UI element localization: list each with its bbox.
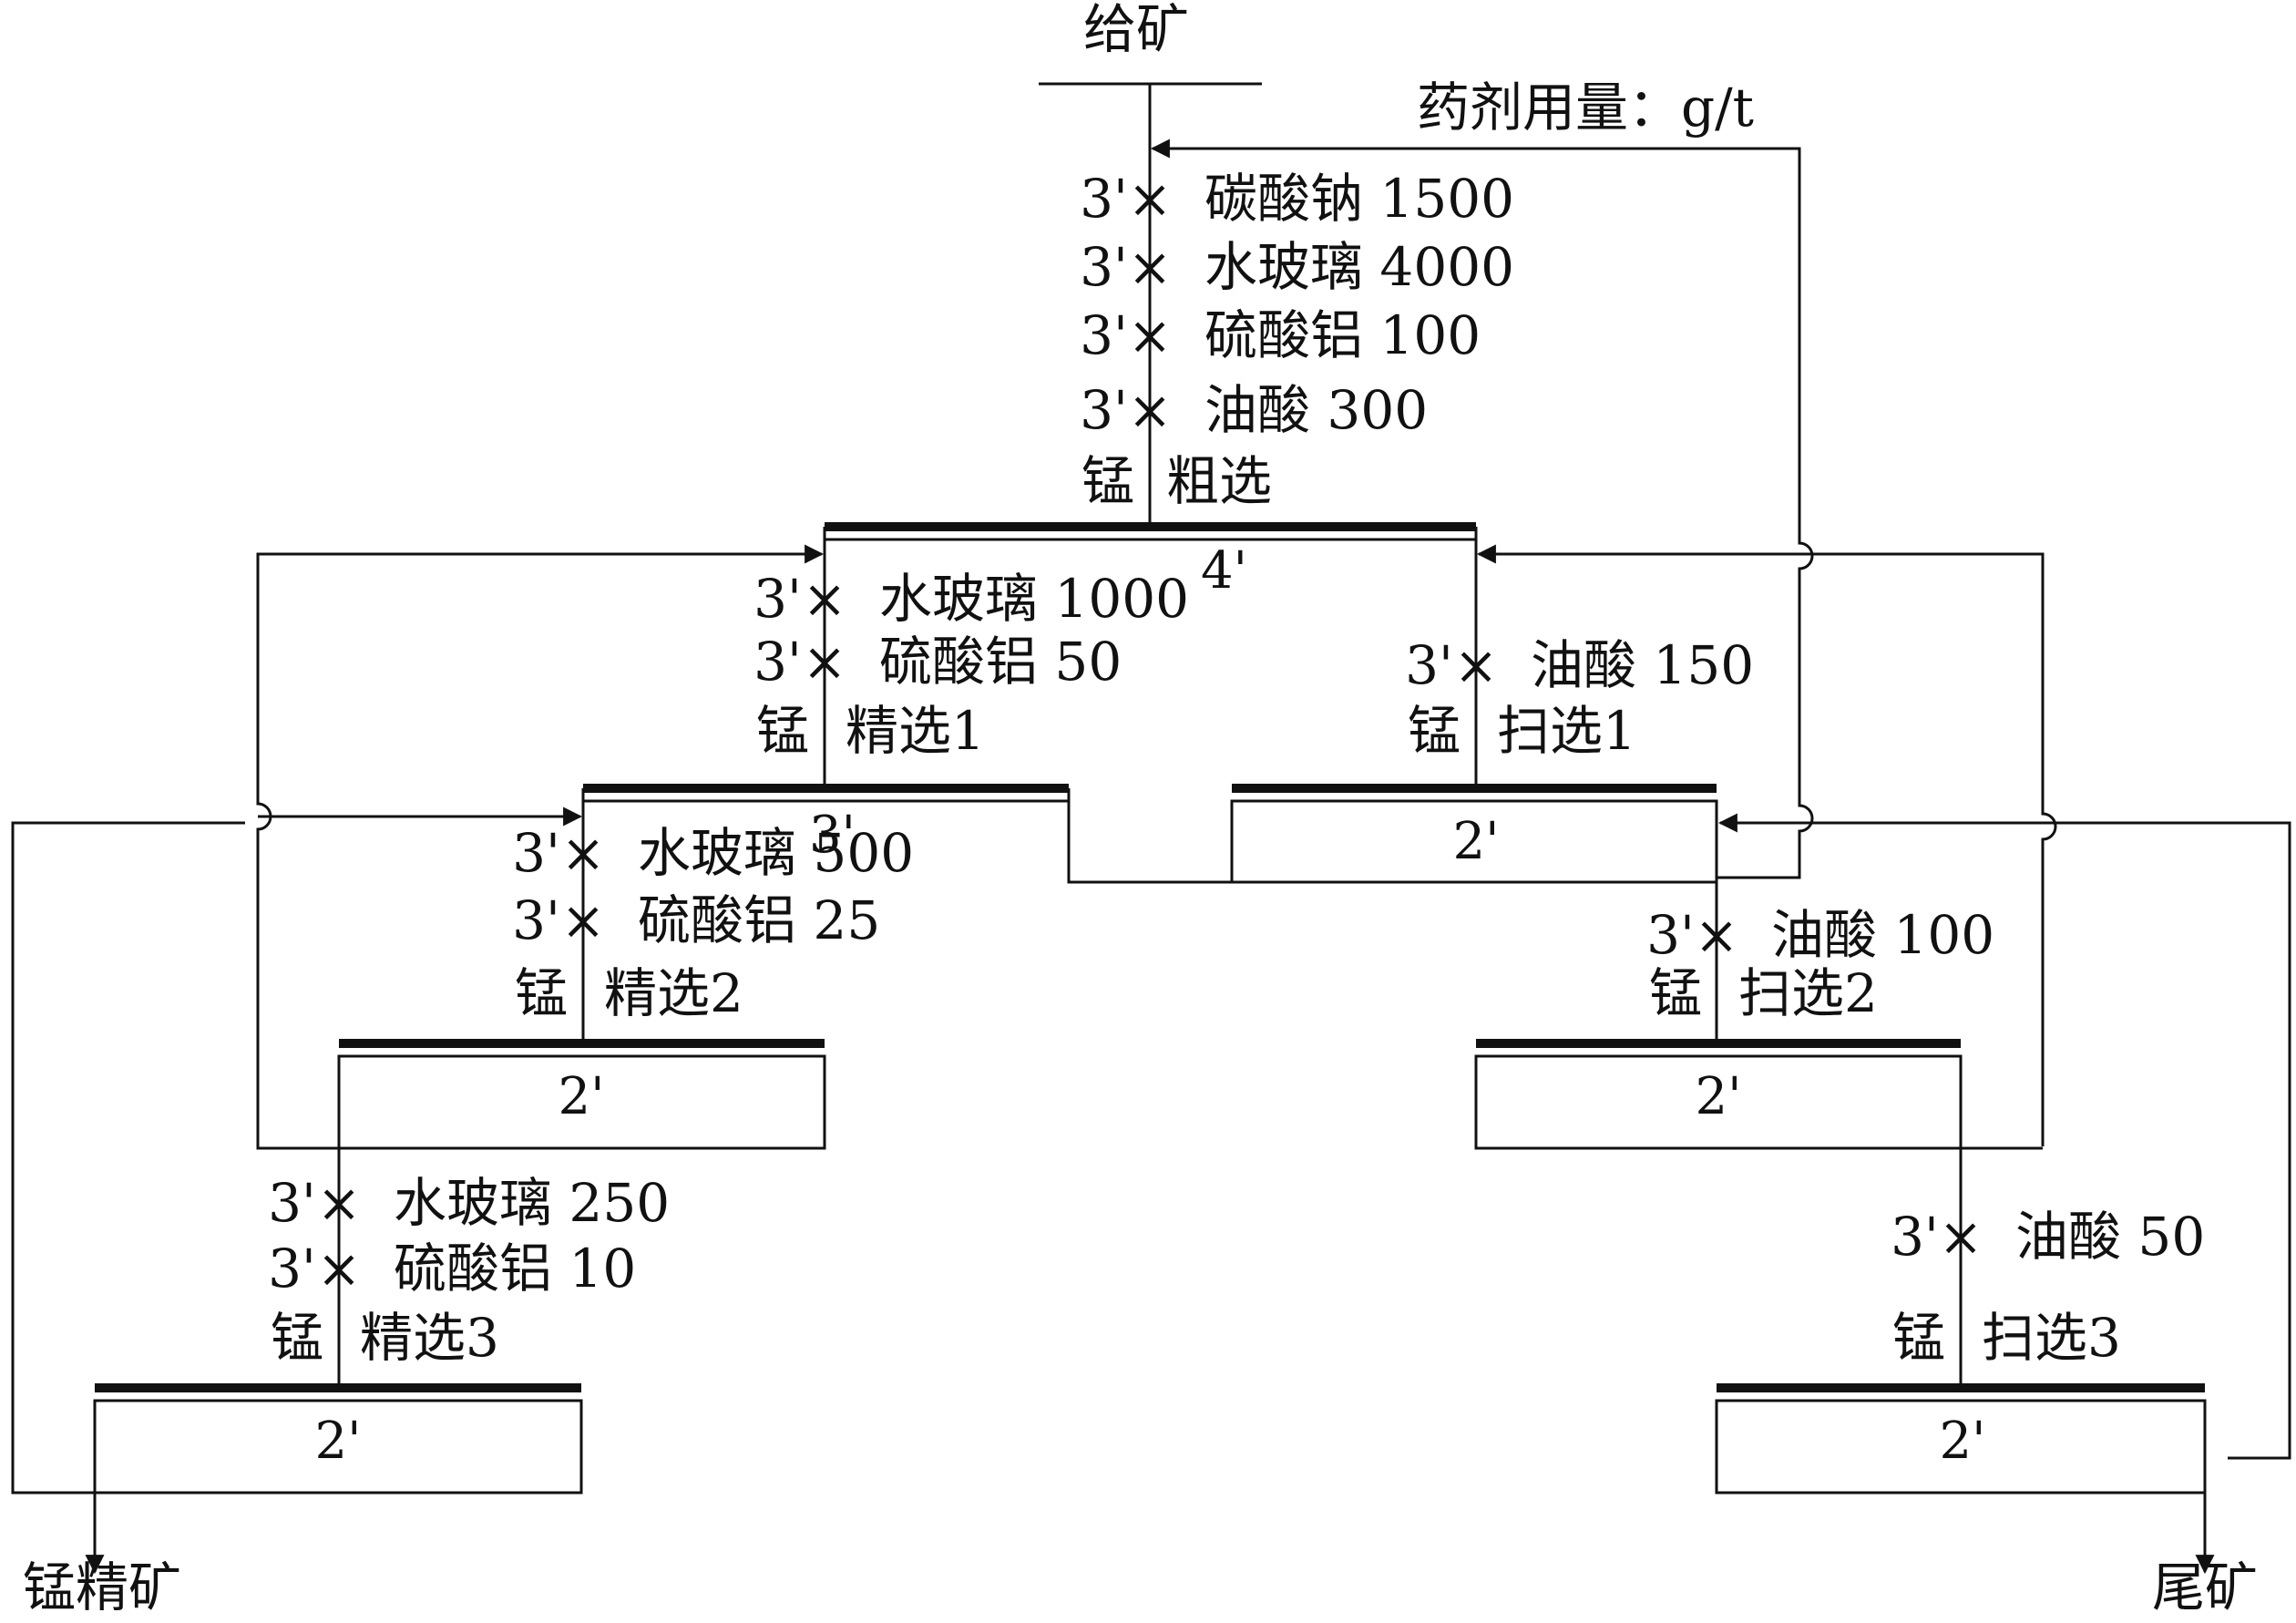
concentrate-label: 锰精矿 xyxy=(23,1556,181,1618)
scavenger1-stage: 扫选1 xyxy=(1497,700,1636,762)
rougher-cond-time-4: 3' xyxy=(1080,379,1128,441)
conditioning-cross-icon: × xyxy=(1939,1206,1983,1268)
cleaner1-flotation-time: 3' xyxy=(809,806,856,865)
rougher-reagent-4: 油酸 300 xyxy=(1204,379,1428,441)
cleaner1-cond-time-1: 3' xyxy=(753,568,802,630)
scavenger2-mineral: 锰 xyxy=(1649,962,1702,1024)
cleaner2-cond-time-2: 3' xyxy=(512,889,560,951)
conditioning-cross-icon: × xyxy=(317,1172,362,1234)
cleaner2-reagent-1: 水玻璃 500 xyxy=(638,822,914,884)
scavenger3-cell: 2' xyxy=(1715,1383,2207,1495)
rougher-flotation-time: 4' xyxy=(1201,541,1247,601)
conditioning-cross-icon: × xyxy=(561,889,606,951)
conditioning-cross-icon: × xyxy=(1128,236,1173,298)
scavenger2-cond-time-1: 3' xyxy=(1646,904,1695,966)
cleaner2-conditioning: 3' × 水玻璃 500 3' × 硫酸铝 25 锰 精选2 xyxy=(512,822,914,1024)
cleaner3-cond-time-2: 3' xyxy=(268,1238,316,1299)
cleaner3-tailings-line xyxy=(11,821,245,1495)
cleaner1-conditioning: 3' × 水玻璃 1000 3' × 硫酸铝 50 锰 精选1 xyxy=(753,568,1189,762)
cleaner1-stage: 精选1 xyxy=(846,700,985,762)
cleaner3-cell: 2' xyxy=(93,1383,583,1495)
scavenger1-mineral: 锰 xyxy=(1408,700,1461,762)
cleaner2-stage: 精选2 xyxy=(604,962,743,1024)
rougher-reagent-2: 水玻璃 4000 xyxy=(1204,236,1514,298)
scavenger1-conditioning: 3' × 油酸 150 锰 扫选1 xyxy=(1405,634,1754,762)
rougher-cond-time-1: 3' xyxy=(1080,168,1128,230)
scavenger3-flotation-time: 2' xyxy=(1939,1412,1985,1471)
scavenger1-cond-time-1: 3' xyxy=(1405,634,1453,696)
scavenger3-conditioning: 3' × 油酸 50 锰 扫选3 xyxy=(1891,1206,2205,1369)
conditioning-cross-icon: × xyxy=(1128,304,1173,366)
scavenger2-cell: 2' xyxy=(1474,1039,1963,1150)
scavenger3-stage: 扫选3 xyxy=(1982,1307,2121,1369)
cleaner3-reagent-2: 硫酸铝 10 xyxy=(394,1238,636,1299)
cleaner3-reagent-1: 水玻璃 250 xyxy=(394,1172,670,1234)
scavenger1-cell: 2' xyxy=(1230,784,1718,884)
scavenger2-stage: 扫选2 xyxy=(1738,962,1878,1024)
rougher-reagent-3: 硫酸铝 100 xyxy=(1204,304,1481,366)
conditioning-cross-icon: × xyxy=(803,631,847,693)
cleaner1-mineral: 锰 xyxy=(756,700,809,762)
cleaner2-flotation-time: 2' xyxy=(558,1067,604,1126)
cleaner3-mineral: 锰 xyxy=(271,1307,323,1369)
scavenger3-reagent-1: 油酸 50 xyxy=(2015,1206,2205,1268)
rougher-stage: 粗选 xyxy=(1166,450,1272,512)
scavenger2-froth-return-line xyxy=(1150,139,1814,879)
cleaner1-cond-time-2: 3' xyxy=(753,631,802,693)
scavenger1-froth-return-line xyxy=(1476,544,2057,1146)
cleaner1-reagent-1: 水玻璃 1000 xyxy=(879,568,1189,630)
cleaner2-reagent-2: 硫酸铝 25 xyxy=(638,889,880,951)
tailings-label: 尾矿 xyxy=(2152,1556,2258,1618)
cleaner2-cell: 2' xyxy=(337,1039,826,1150)
rougher-tailings-line xyxy=(1067,788,1232,884)
cleaner3-conditioning: 3' × 水玻璃 250 3' × 硫酸铝 10 锰 精选3 xyxy=(268,1172,670,1369)
scavenger3-cond-time-1: 3' xyxy=(1891,1206,1939,1268)
scavenger1-flotation-time: 2' xyxy=(1452,812,1499,871)
conditioning-cross-icon: × xyxy=(1454,634,1499,696)
scavenger2-flotation-time: 2' xyxy=(1695,1067,1741,1126)
cleaner3-stage: 精选3 xyxy=(360,1307,499,1369)
rougher-cond-time-3: 3' xyxy=(1080,304,1128,366)
cleaner2-cond-time-1: 3' xyxy=(512,822,560,884)
rougher-conditioning: 3' × 碳酸钠 1500 3' × 水玻璃 4000 3' × 硫酸铝 100… xyxy=(1080,168,1514,512)
rougher-reagent-1: 碳酸钠 1500 xyxy=(1204,168,1514,230)
cleaner1-reagent-2: 硫酸铝 50 xyxy=(879,631,1122,693)
conditioning-cross-icon: × xyxy=(1128,168,1173,230)
conditioning-cross-icon: × xyxy=(1128,379,1173,441)
cleaner2-mineral: 锰 xyxy=(515,962,568,1024)
conditioning-cross-icon: × xyxy=(561,822,606,884)
rougher-cond-time-2: 3' xyxy=(1080,236,1128,298)
reagent-unit-label: 药剂用量：g/t xyxy=(1417,77,1754,139)
rougher-cell: 4' xyxy=(823,522,1478,788)
scavenger3-mineral: 锰 xyxy=(1892,1307,1945,1369)
cleaner1-cell: 3' xyxy=(581,784,1071,1039)
feed-label: 给矿 xyxy=(1083,0,1189,60)
rougher-mineral: 锰 xyxy=(1081,450,1134,512)
conditioning-cross-icon: × xyxy=(803,568,847,630)
conditioning-cross-icon: × xyxy=(1695,904,1739,966)
scavenger1-reagent-1: 油酸 150 xyxy=(1531,634,1754,696)
cleaner3-flotation-time: 2' xyxy=(314,1412,361,1471)
conditioning-cross-icon: × xyxy=(317,1238,362,1299)
cleaner3-cond-time-1: 3' xyxy=(268,1172,316,1234)
scavenger3-return-to-scavenger2 xyxy=(1717,813,2291,1460)
scavenger2-conditioning: 3' × 油酸 100 锰 扫选2 xyxy=(1646,904,1994,1024)
scavenger2-reagent-1: 油酸 100 xyxy=(1771,904,1994,966)
